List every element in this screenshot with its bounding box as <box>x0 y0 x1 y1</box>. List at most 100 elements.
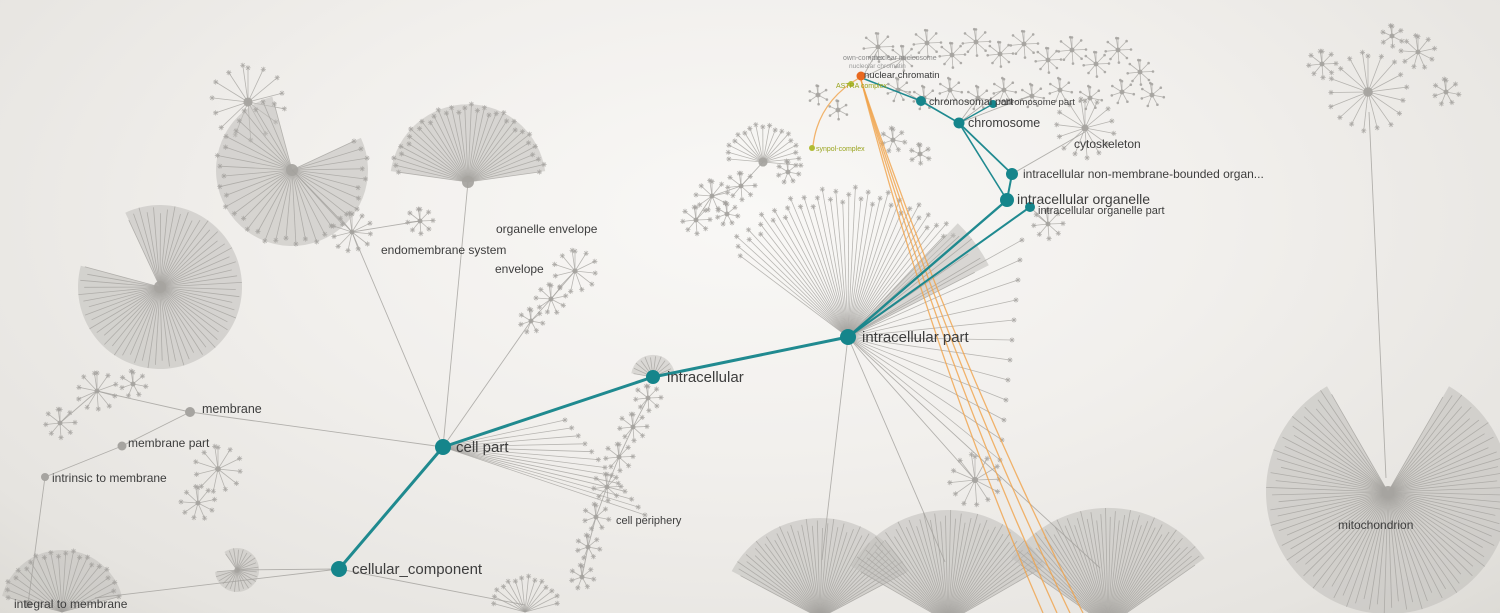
label-intracellular[interactable]: intracellular <box>667 369 744 386</box>
fan-hub-node[interactable] <box>1115 47 1121 53</box>
graph-node-intrinsic-to-membrane[interactable] <box>41 473 49 481</box>
fan-hub-node[interactable] <box>724 211 730 217</box>
label-nuclear-nucleosome[interactable]: nuclear nucleosome <box>874 55 937 62</box>
fan-hub-node[interactable] <box>1119 89 1125 95</box>
fan-hub-node[interactable] <box>1021 41 1027 47</box>
fan-ray <box>1053 534 1101 613</box>
fan-hub-node[interactable] <box>835 107 841 113</box>
graph-node-intracellular-organelle[interactable] <box>1000 193 1014 207</box>
label-organelle-envelope[interactable]: organelle envelope <box>496 222 598 236</box>
fan-hub-node[interactable] <box>130 381 136 387</box>
leaf-asterisk-icon <box>28 559 34 565</box>
label-endomembrane-system[interactable]: endomembrane system <box>381 243 506 257</box>
fan-hub-node[interactable] <box>1029 93 1035 99</box>
fan-hub-node[interactable] <box>1363 87 1373 97</box>
graph-node-integral-to-membrane[interactable] <box>24 600 32 608</box>
fan-hub-node[interactable] <box>917 151 923 157</box>
label-intracellular-organelle-part[interactable]: intracellular organelle part <box>1038 205 1165 217</box>
fan-hub-node[interactable] <box>1319 61 1325 67</box>
fan-ray <box>847 198 862 338</box>
fan-ray <box>951 529 989 613</box>
label-synpol-complex[interactable]: synpol-complex <box>816 146 865 153</box>
leaf-asterisk-icon <box>1054 122 1060 128</box>
fan-ray <box>1387 418 1470 493</box>
graph-node-cellular-component[interactable] <box>331 561 347 577</box>
fan-hub-node[interactable] <box>1087 95 1093 101</box>
leaf-asterisk-icon <box>798 162 804 168</box>
fan-hub-node[interactable] <box>890 137 896 143</box>
fan-hub-node[interactable] <box>154 281 166 293</box>
fan-ray <box>393 157 469 183</box>
fan-hub-node[interactable] <box>949 52 955 58</box>
graph-node-intracellular[interactable] <box>646 370 660 384</box>
label-intracellular-non-membrane-bounded-organ[interactable]: intracellular non-membrane-bounded organ… <box>1023 167 1264 181</box>
leaf-asterisk-icon <box>1019 237 1025 243</box>
label-chromosomal-part[interactable]: chromosomal part <box>929 96 1013 108</box>
graph-node-intracellular-non-membrane-bounded-organelle[interactable] <box>1006 168 1018 180</box>
leaf-dot-icon <box>1034 60 1037 63</box>
label-cell-periphery[interactable]: cell periphery <box>616 515 682 527</box>
graph-node-intracellular-part[interactable] <box>840 329 856 345</box>
label-nuclear-chromatin[interactable]: nuclear chromatin <box>864 70 940 81</box>
label-chromosome-part[interactable]: chromosome part <box>1001 97 1075 108</box>
graph-node-membrane-part[interactable] <box>117 441 127 451</box>
fan-hub-node[interactable] <box>1093 61 1099 67</box>
fan-hub-node[interactable] <box>815 92 821 98</box>
fan-hub-node[interactable] <box>997 51 1003 57</box>
label-chromosome[interactable]: chromosome <box>968 116 1040 130</box>
leaf-asterisk-icon <box>1391 59 1398 65</box>
graph-node-chromosomal-part[interactable] <box>916 96 926 106</box>
fan-hub-node[interactable] <box>1443 89 1449 95</box>
label-intracellular-part[interactable]: intracellular part <box>862 329 970 346</box>
graph-node-membrane[interactable] <box>185 407 195 417</box>
fan-hub-node[interactable] <box>195 500 201 506</box>
graph-node-cell-part[interactable] <box>435 439 451 455</box>
graph-node-nuclear-chromatin[interactable] <box>856 71 866 81</box>
fan-hub-node[interactable] <box>1382 486 1394 498</box>
label-own-complex[interactable]: own-complex <box>843 55 885 62</box>
graph-node-astra-complex[interactable] <box>848 81 854 87</box>
graph-node-chromosome[interactable] <box>953 117 965 129</box>
leaf-asterisk-icon <box>819 186 825 192</box>
fan-hub-node[interactable] <box>1069 47 1075 53</box>
label-intracellular-organelle[interactable]: intracellular organelle <box>1017 191 1150 207</box>
graph-node-chromosome-part[interactable] <box>989 100 997 108</box>
label-membrane-part[interactable]: membrane part <box>128 436 210 450</box>
fan-ray <box>467 131 523 183</box>
fan-hub-node[interactable] <box>1415 49 1421 55</box>
label-cell-part[interactable]: cell part <box>456 439 509 456</box>
label-envelope[interactable]: envelope <box>495 262 544 276</box>
fan-hub-node[interactable] <box>973 39 979 45</box>
fan-hub-node[interactable] <box>1389 33 1395 39</box>
fan-hub-node[interactable] <box>924 40 930 46</box>
fan-hub-node[interactable] <box>1045 57 1051 63</box>
fan-hub-node[interactable] <box>215 466 221 472</box>
fan-hub-node[interactable] <box>1137 69 1143 75</box>
leaf-asterisk-icon <box>707 216 713 223</box>
fan-ray <box>1122 555 1192 613</box>
fan-hub-node[interactable] <box>785 169 791 175</box>
label-cellular-component[interactable]: cellular_component <box>352 561 483 578</box>
fan-hub-node[interactable] <box>1149 92 1155 98</box>
label-integral-to-membrane[interactable]: integral to membrane <box>14 597 128 611</box>
fan-hub-node[interactable] <box>875 44 881 50</box>
graph-node-intracellular-organelle-part[interactable] <box>1025 202 1035 212</box>
fan-ray <box>1339 91 1369 118</box>
label-membrane[interactable]: membrane <box>202 402 262 416</box>
label-mitochondrion[interactable]: mitochondrion <box>1338 518 1413 532</box>
fan-hub-node[interactable] <box>1001 87 1007 93</box>
fan-ray <box>180 501 199 504</box>
label-intrinsic-to-membrane[interactable]: intrinsic to membrane <box>52 471 167 485</box>
label-astra-complex[interactable]: ASTRA complex <box>836 83 887 90</box>
fan-hub-node[interactable] <box>1081 124 1089 132</box>
fan-hub-node[interactable] <box>1057 87 1063 93</box>
fan-hub-node[interactable] <box>947 87 953 93</box>
fan-hub-node[interactable] <box>243 97 253 107</box>
label-nucleolar-chromatin[interactable]: nucleolar chromatin <box>849 63 906 70</box>
label-cytoskeleton[interactable]: cytoskeleton <box>1074 137 1141 151</box>
graph-node-synpol-complex[interactable] <box>809 145 815 151</box>
leaf-dot-icon <box>894 65 897 69</box>
fan-ray <box>236 554 252 571</box>
